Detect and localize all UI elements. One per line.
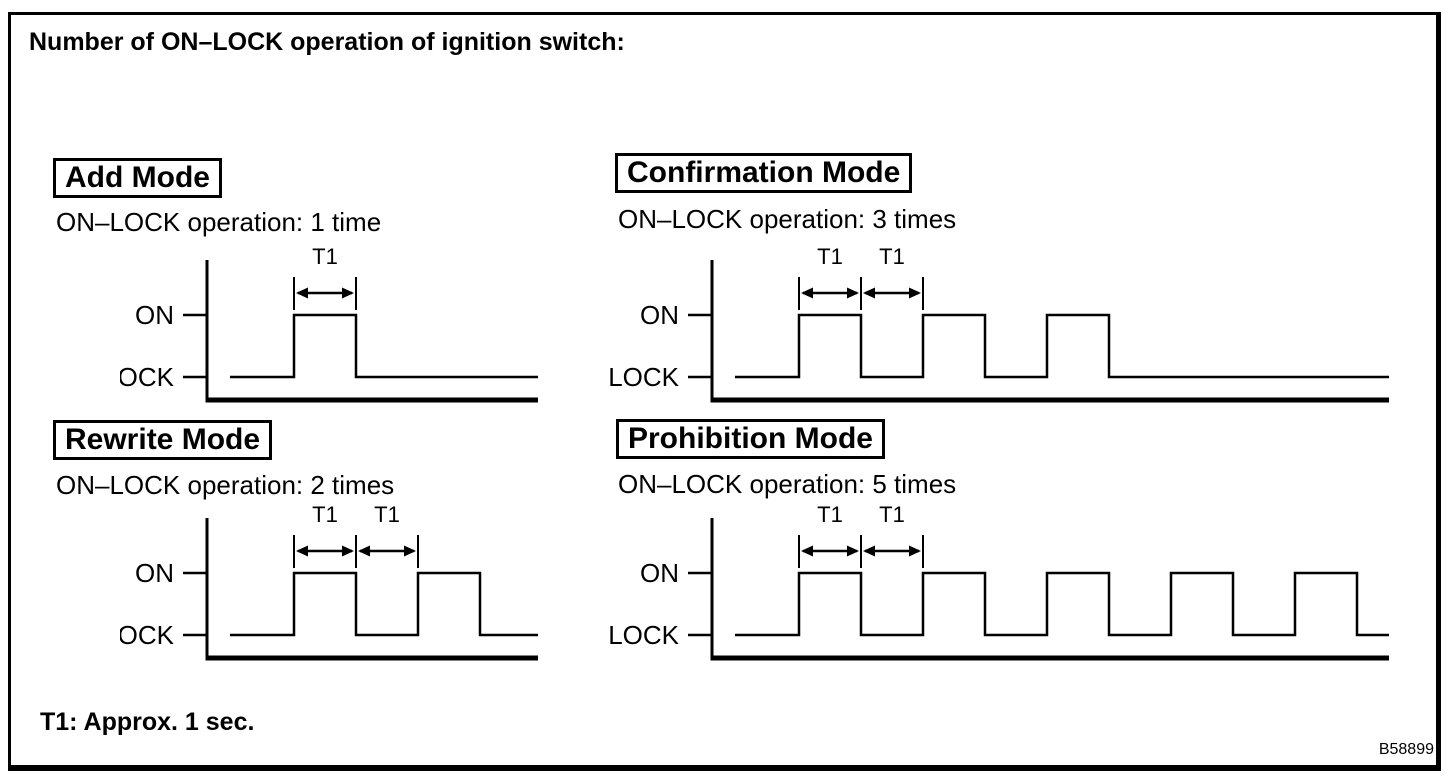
confirmation-square-wave bbox=[735, 313, 1389, 379]
add-waveform-group: ON LOCK T1 bbox=[120, 244, 538, 403]
prohibition-square-wave bbox=[735, 571, 1389, 637]
rewrite-lock-label: LOCK bbox=[120, 620, 175, 650]
figure-code: B58899 bbox=[1378, 741, 1434, 758]
confirmation-t1-label-2: T1 bbox=[879, 244, 905, 269]
rewrite-mode-operation-text: ON–LOCK operation: 2 times bbox=[56, 470, 395, 500]
confirmation-mode-operation-text: ON–LOCK operation: 3 times bbox=[618, 204, 957, 234]
confirmation-t1-label-1: T1 bbox=[817, 244, 843, 269]
add-mode-waveform: ON LOCK T1 bbox=[120, 244, 538, 403]
prohibition-t1-label-1: T1 bbox=[817, 502, 843, 527]
prohibition-on-label: ON bbox=[640, 558, 679, 588]
rewrite-mode-label-box: Rewrite Mode bbox=[53, 420, 273, 460]
add-on-label: ON bbox=[135, 300, 174, 330]
confirmation-mode-waveform: ON LOCK T1 T1 bbox=[608, 244, 1389, 403]
add-t1-label-1: T1 bbox=[312, 244, 338, 269]
rewrite-square-wave bbox=[230, 571, 538, 637]
rewrite-t1-label-2: T1 bbox=[374, 502, 400, 527]
confirmation-on-label: ON bbox=[640, 300, 679, 330]
rewrite-mode-waveform: ON LOCK T1 T1 bbox=[120, 502, 538, 661]
prohibition-lock-label: LOCK bbox=[608, 620, 679, 650]
page-title: Number of ON–LOCK operation of ignition … bbox=[29, 28, 625, 56]
confirmation-mode-label-box: Confirmation Mode bbox=[615, 153, 913, 193]
add-square-wave bbox=[230, 313, 538, 379]
rewrite-t1-label-1: T1 bbox=[312, 502, 338, 527]
prohibition-mode-waveform: ON LOCK T1 T1 bbox=[608, 502, 1389, 661]
prohibition-mode-operation-text: ON–LOCK operation: 5 times bbox=[618, 469, 957, 499]
diagram-frame bbox=[8, 12, 1441, 771]
rewrite-on-label: ON bbox=[135, 558, 174, 588]
add-lock-label: LOCK bbox=[120, 362, 175, 392]
prohibition-mode-label: Prohibition Mode bbox=[628, 422, 873, 455]
rewrite-mode-label: Rewrite Mode bbox=[65, 423, 261, 456]
confirmation-mode-label: Confirmation Mode bbox=[627, 156, 901, 189]
confirmation-lock-label: LOCK bbox=[608, 362, 679, 392]
prohibition-mode-label-box: Prohibition Mode bbox=[616, 419, 885, 459]
confirmation-waveform-group: ON LOCK T1 T1 bbox=[608, 244, 1389, 403]
add-mode-label-box: Add Mode bbox=[53, 158, 222, 198]
prohibition-waveform-group: ON LOCK T1 T1 bbox=[608, 502, 1389, 661]
t1-definition: T1: Approx. 1 sec. bbox=[40, 708, 255, 736]
rewrite-waveform-group: ON LOCK T1 T1 bbox=[120, 502, 538, 661]
prohibition-t1-label-2: T1 bbox=[879, 502, 905, 527]
add-mode-operation-text: ON–LOCK operation: 1 time bbox=[56, 207, 382, 237]
add-mode-label: Add Mode bbox=[65, 161, 210, 194]
